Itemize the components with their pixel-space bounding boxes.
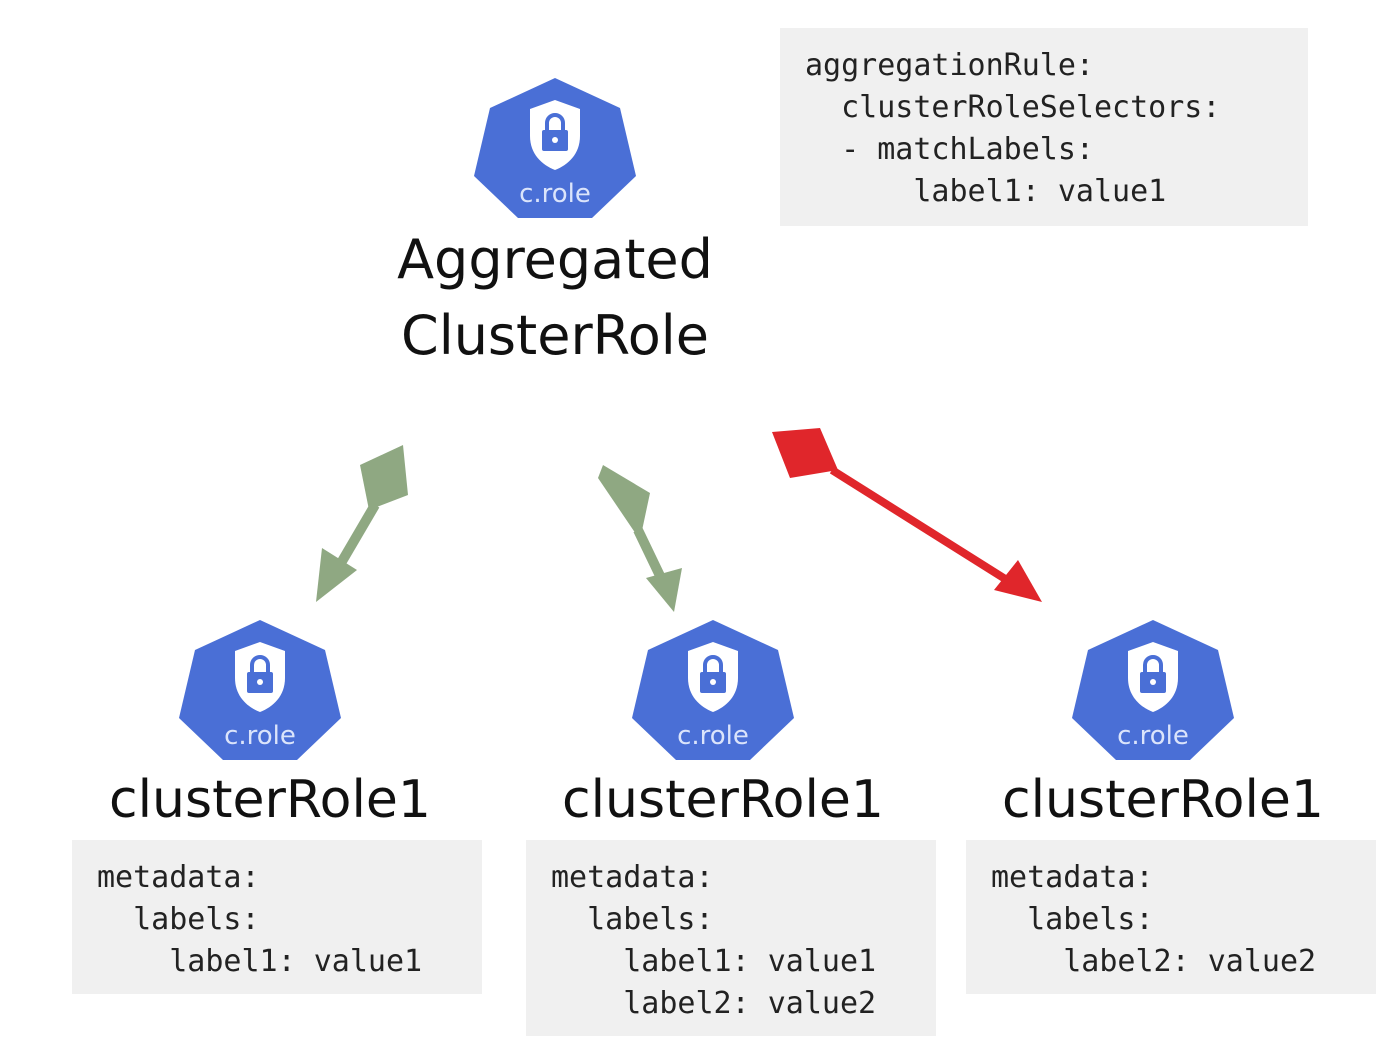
aggregated-title: Aggregated ClusterRole [385,222,725,374]
svg-text:c.role: c.role [224,721,296,751]
svg-text:c.role: c.role [519,179,591,209]
lock-icon [1128,642,1178,712]
lock-icon [530,100,580,170]
clusterrole-icon-3: c.role [1068,620,1238,764]
aggregated-title-line2: ClusterRole [400,304,710,367]
match-arrow-2 [598,465,682,612]
clusterrole-title-1: clusterRole1 [109,770,431,830]
clusterrole-metadata-code-3: metadata: labels: label2: value2 [966,840,1376,994]
svg-text:c.role: c.role [677,721,749,751]
clusterrole-metadata-code-2: metadata: labels: label1: value1 label2:… [526,840,936,1036]
clusterrole-icon-1: c.role [175,620,345,764]
clusterrole-metadata-code-1: metadata: labels: label1: value1 [72,840,482,994]
lock-icon [688,642,738,712]
clusterrole-title-3: clusterRole1 [1002,770,1324,830]
aggregated-title-line1: Aggregated [397,228,713,291]
nomatch-arrow [772,428,1042,602]
lock-icon [235,642,285,712]
aggregation-rule-code: aggregationRule: clusterRoleSelectors: -… [780,28,1308,226]
clusterrole-icon-2: c.role [628,620,798,764]
clusterrole-title-2: clusterRole1 [562,770,884,830]
match-arrow-1 [316,445,408,602]
aggregated-clusterrole-icon: c.role [470,78,640,222]
svg-text:c.role: c.role [1117,721,1189,751]
